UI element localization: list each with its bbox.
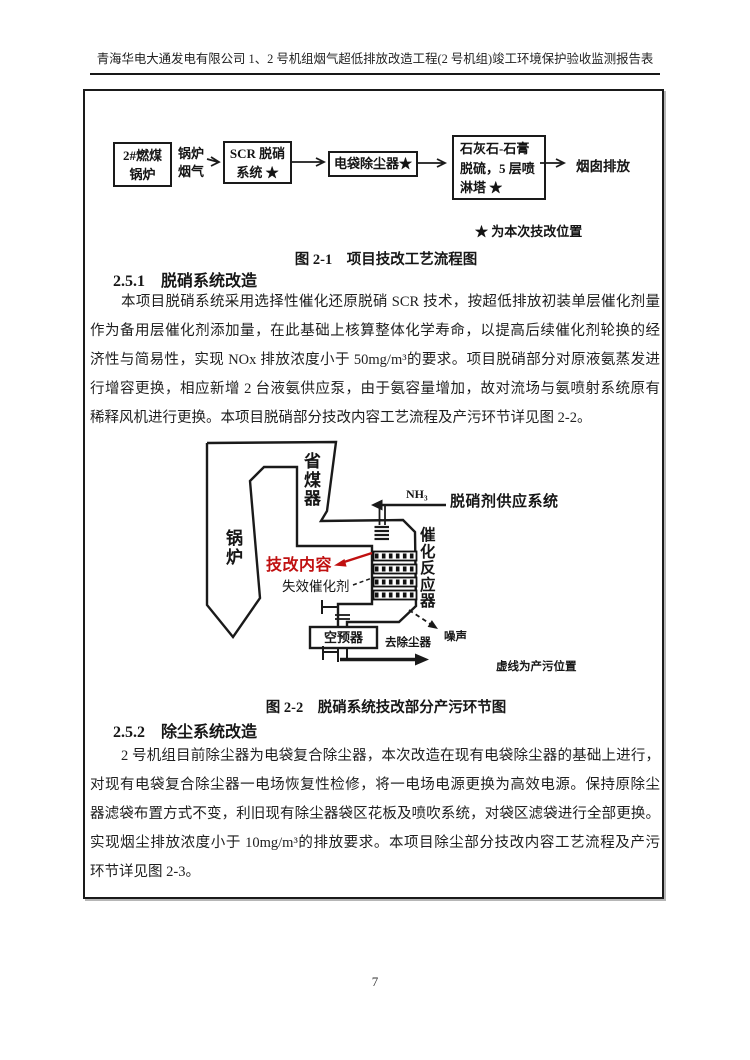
to-dust-arrow: [340, 653, 429, 666]
paragraph-line: 济性与简易性，实现 NOx 排放浓度小于 50mg/m³的要求。项目脱硝部分对原…: [90, 352, 660, 368]
header-rule: [90, 73, 660, 75]
flow-box-esp: 电袋除尘器★: [328, 151, 418, 177]
label-spent-catalyst: 失效催化剂: [282, 579, 350, 594]
label-economizer: 省 煤 器: [304, 452, 321, 508]
noise-arrow: [408, 609, 438, 629]
flow-box-scr: SCR 脱硝 系统 ★: [223, 141, 292, 184]
label-noise: 噪声: [444, 631, 467, 643]
paragraph-line: 对现有电袋复合除尘器一电场恢复性检修，将一电场电源更换为高效电源。保持原除尘: [90, 777, 660, 793]
paragraph-line: 环节详见图 2-3。: [90, 864, 200, 880]
flow-box-fgd: 石灰石-石膏 脱硫，5 层喷 淋塔 ★: [452, 135, 546, 200]
section2-paragraph: 2 号机组目前除尘器为电袋复合除尘器，本次改造在现有电袋除尘器的基础上进行， 对…: [90, 742, 660, 887]
label-retrofit: 技改内容: [266, 557, 333, 574]
flow-box-boiler: 2#燃煤 锅炉: [113, 142, 172, 187]
section1-heading: 2.5.1 脱硝系统改造: [113, 273, 258, 290]
label-nh3: NH₃: [406, 487, 428, 501]
spent-catalyst-pointer: [352, 577, 373, 586]
figure2-caption: 图 2-2 脱硝系统技改部分产污环节图: [265, 700, 507, 716]
figure2-legend: 虚线为产污位置: [496, 661, 577, 673]
boiler-outline: [205, 440, 418, 639]
flow-label-flue-gas: 锅炉 烟气: [177, 146, 204, 179]
catalyst-layers: [372, 550, 418, 601]
paragraph-line: 稀释风机进行更换。本项目脱硝部分技改内容工艺流程及产污环节详见图 2-2。: [90, 410, 592, 426]
paragraph-line: 2 号机组目前除尘器为电袋复合除尘器，本次改造在现有电袋除尘器的基础上进行，: [121, 748, 660, 764]
paragraph-line: 器滤袋布置方式不变，利旧现有除尘器袋区花板及喷吹系统，对袋区滤袋进行全部更换。: [90, 806, 660, 822]
label-air-preheater: 空预器: [323, 630, 363, 645]
label-supply-system: 脱硝剂供应系统: [450, 494, 559, 510]
nh3-supply-lines: [371, 499, 446, 541]
flowchart-legend: ★ 为本次技改位置: [475, 224, 583, 239]
section2-heading: 2.5.2 除尘系统改造: [113, 724, 258, 741]
page-header-title: 青海华电大通发电有限公司 1、2 号机组烟气超低排放改造工程(2 号机组)竣工环…: [96, 52, 654, 66]
page-number: 7: [371, 974, 379, 989]
label-to-dust-collector: 去除尘器: [385, 637, 431, 649]
content-frame: [83, 89, 664, 899]
label-reactor: 催 化 反 应 器: [420, 527, 436, 610]
figure1-caption: 图 2-1 项目技改工艺流程图: [294, 252, 478, 268]
air-preheater-piping: [308, 600, 379, 662]
flowchart-arrows: [206, 156, 567, 168]
paragraph-line: 作为备用层催化剂添加量，在此基础上核算整体化学寿命，以提高后续催化剂轮换的经: [90, 323, 660, 339]
retrofit-arrow: [334, 551, 373, 567]
label-boiler: 锅 炉: [226, 529, 243, 567]
flow-label-stack: 烟囱排放: [576, 159, 630, 174]
section1-paragraph: 本项目脱硝系统采用选择性催化还原脱硝 SCR 技术，按超低排放初装单层催化剂量 …: [90, 288, 660, 433]
paragraph-line: 实现烟尘排放浓度小于 10mg/m³的排放要求。本项目除尘部分技改内容工艺流程及…: [90, 835, 660, 851]
paragraph-line: 行增容更换，相应新增 2 台液氨供应泵，由于氨容量增加，故对流场与氨喷射系统原有: [90, 381, 660, 397]
paragraph-line: 本项目脱硝系统采用选择性催化还原脱硝 SCR 技术，按超低排放初装单层催化剂量: [121, 294, 660, 310]
